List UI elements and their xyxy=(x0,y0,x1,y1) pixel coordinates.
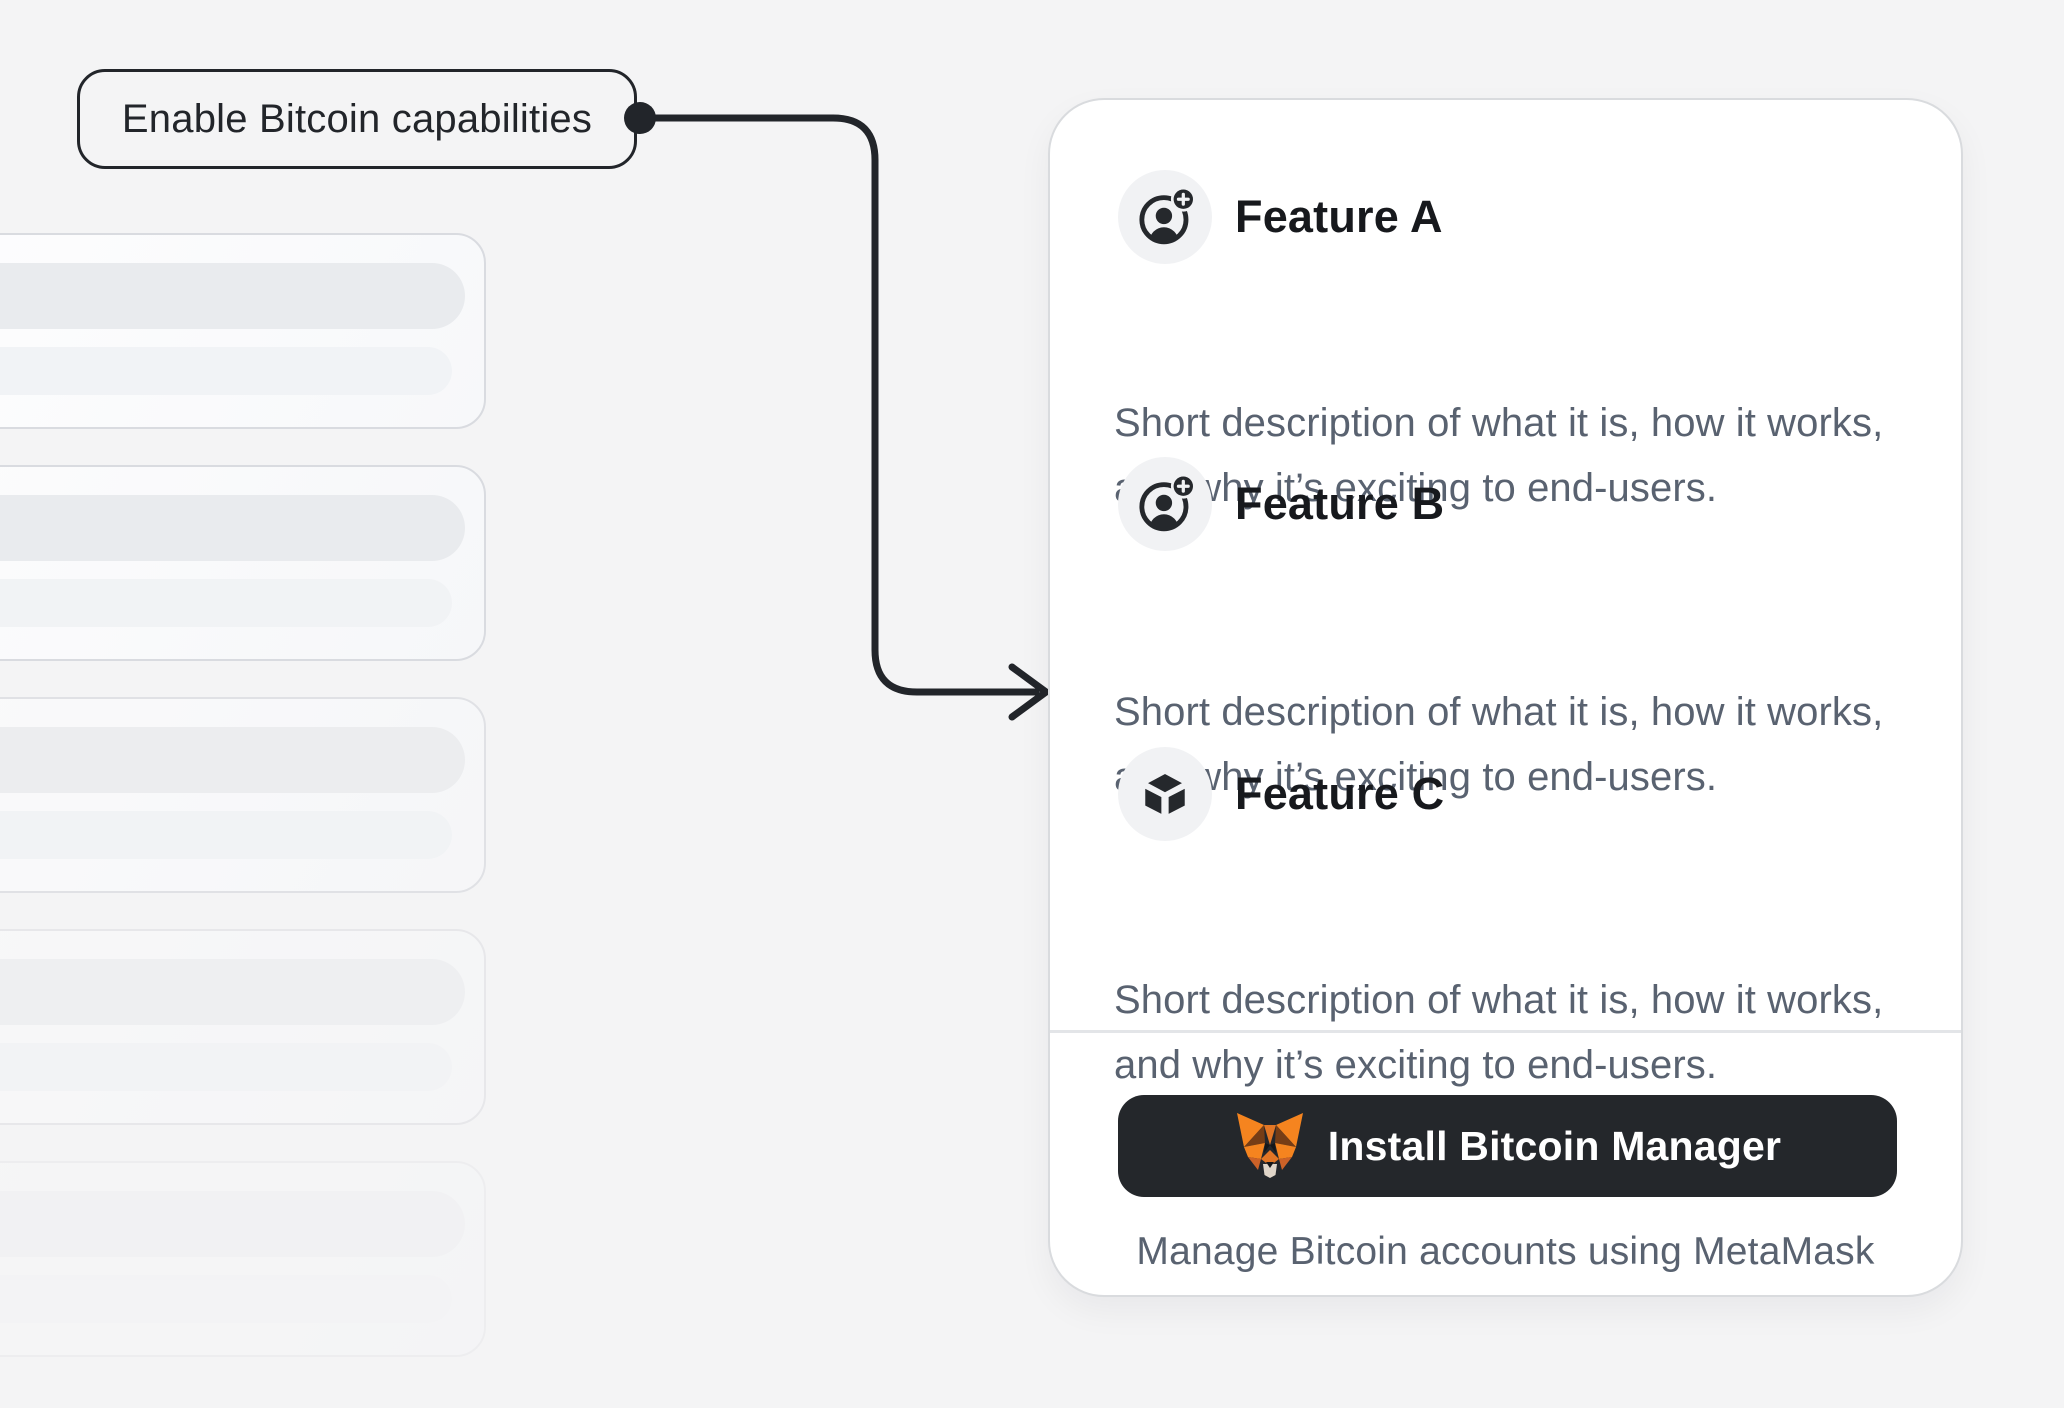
feature-c-description: Short description of what it is, how it … xyxy=(1114,978,1884,1087)
skeleton-bar-secondary xyxy=(0,1043,452,1091)
feature-card: Feature A Short description of what it i… xyxy=(1048,98,1963,1297)
skeleton-card xyxy=(0,465,486,661)
skeleton-bar-secondary xyxy=(0,1275,452,1323)
arrowhead-icon xyxy=(1008,663,1050,721)
feature-a-title: Feature A xyxy=(1235,191,1443,242)
callout-label: Enable Bitcoin capabilities xyxy=(77,69,637,169)
card-divider xyxy=(1050,1030,1961,1033)
callout-label-text: Enable Bitcoin capabilities xyxy=(121,96,593,141)
skeleton-card xyxy=(0,929,486,1125)
feature-c-title: Feature C xyxy=(1235,768,1445,819)
feature-b-title: Feature B xyxy=(1235,478,1445,529)
feature-b-description: Short description of what it is, how it … xyxy=(1114,690,1884,799)
skeleton-bar-secondary xyxy=(0,811,452,859)
panel-caption: Manage Bitcoin accounts using MetaMask xyxy=(1136,1230,1875,1273)
skeleton-bar-secondary xyxy=(0,579,452,627)
skeleton-card xyxy=(0,1161,486,1357)
connector-line xyxy=(636,114,1040,696)
feature-b-icon-chip xyxy=(1118,457,1212,551)
feature-c-icon-chip xyxy=(1118,747,1212,841)
skeleton-bar-primary xyxy=(0,263,465,329)
skeleton-list xyxy=(0,0,600,1408)
skeleton-bar-secondary xyxy=(0,347,452,395)
skeleton-bar-primary xyxy=(0,727,465,793)
install-button-label: Install Bitcoin Manager xyxy=(1327,1122,1782,1169)
install-bitcoin-manager-button[interactable]: Install Bitcoin Manager xyxy=(1118,1095,1897,1197)
skeleton-bar-primary xyxy=(0,1191,465,1257)
skeleton-card xyxy=(0,233,486,429)
skeleton-bar-primary xyxy=(0,495,465,561)
skeleton-card xyxy=(0,697,486,893)
user-add-icon xyxy=(1139,189,1193,245)
cube-icon xyxy=(1142,770,1188,818)
feature-a-icon-chip xyxy=(1118,170,1212,264)
skeleton-bar-primary xyxy=(0,959,465,1025)
user-add-icon xyxy=(1139,476,1193,532)
metamask-fox-icon xyxy=(1236,1113,1303,1178)
feature-a-description: Short description of what it is, how it … xyxy=(1114,401,1884,510)
